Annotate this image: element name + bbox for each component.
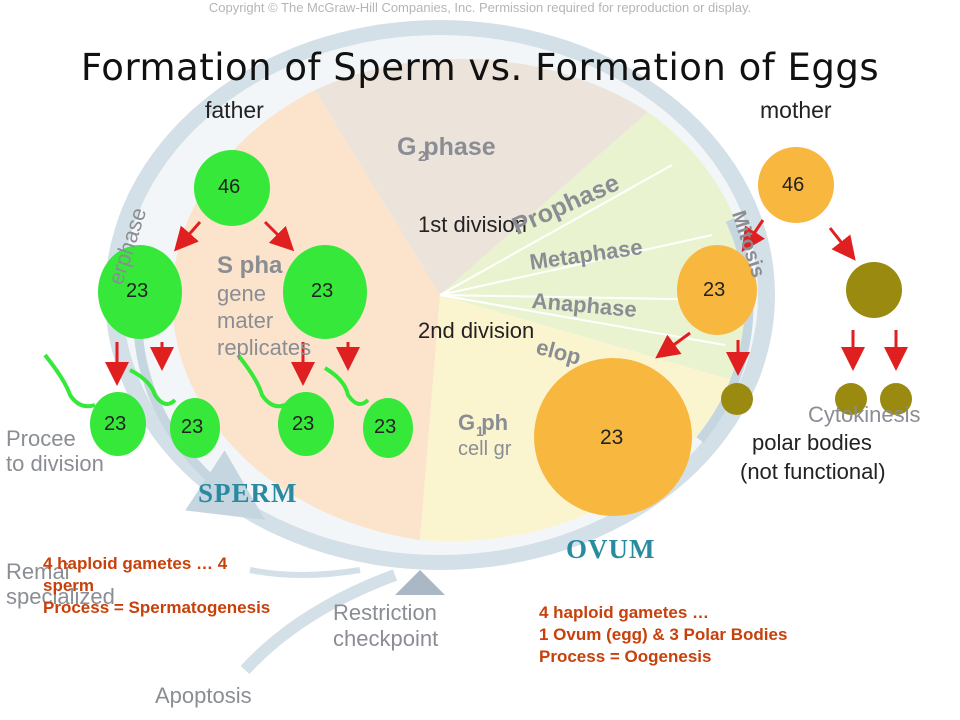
ovum-arrows xyxy=(655,330,908,376)
sperm-note-line-2: sperm xyxy=(43,576,95,595)
apoptosis-label: Apoptosis xyxy=(155,683,252,708)
sperm-cell-1 xyxy=(43,353,146,456)
s-phase-line-2: gene xyxy=(217,281,266,306)
restriction-line-2: checkpoint xyxy=(333,626,439,651)
g1-phase-label: G ph xyxy=(458,410,509,435)
sperm-cell-3 xyxy=(236,353,334,456)
father-parent-cell xyxy=(194,150,270,226)
mitosis-sector xyxy=(440,112,751,380)
sperm-cell-2 xyxy=(129,368,220,458)
ovum-note-line-2: 1 Ovum (egg) & 3 Polar Bodies xyxy=(539,625,788,644)
polar-bodies-line-2: (not functional) xyxy=(740,459,886,484)
arrow-father-right xyxy=(263,220,295,252)
sperm-cell-4 xyxy=(323,366,413,458)
father-daughter-number-2: 23 xyxy=(311,280,334,302)
copyright-notice: Copyright © The McGraw-Hill Companies, I… xyxy=(208,0,752,15)
g2-phase-label: G phase xyxy=(397,133,496,161)
g2-phase-subscript: 2 xyxy=(418,148,427,165)
s-phase-line-4: replicates xyxy=(217,335,312,360)
ovum-number: 23 xyxy=(600,426,624,449)
g1-phase-subscript: 1 xyxy=(476,423,484,439)
sperm-number-3: 23 xyxy=(292,413,315,435)
cycle-arrow-right xyxy=(696,218,754,443)
arrow-father-left xyxy=(174,221,202,252)
cytokinesis-label: Cytokinesis xyxy=(808,402,921,427)
s-phase-line-3: mater xyxy=(217,308,274,333)
mother-daughter-number: 23 xyxy=(703,279,726,301)
polar-body-3 xyxy=(880,383,912,415)
father-daughter-number-1: 23 xyxy=(126,280,149,302)
first-division-label: 1st division xyxy=(418,212,527,237)
proceed-line-1: Procee xyxy=(6,426,76,451)
g2-phase-sector xyxy=(315,58,648,296)
mother-parent-cell xyxy=(758,147,834,223)
father-label: father xyxy=(205,97,264,123)
arrow-mother-left xyxy=(741,219,765,252)
mother-parent-number: 46 xyxy=(782,174,805,196)
father-daughter-cell-1 xyxy=(98,245,182,339)
father-daughter-cell-2 xyxy=(283,245,367,339)
ovum-note-line-1: 4 haploid gametes … xyxy=(539,603,710,622)
sperm-number-4: 23 xyxy=(374,416,397,438)
restriction-line-1: Restriction xyxy=(333,600,437,625)
arrow-mother-right xyxy=(828,227,856,261)
sperm-note-line-3: Process = Spermatogenesis xyxy=(43,598,271,617)
father-parent-number: 46 xyxy=(218,176,241,198)
polar-body-2 xyxy=(835,383,867,415)
s-phase-line-1: S pha xyxy=(217,252,283,279)
mother-daughter-cell xyxy=(677,245,757,335)
remain-line-1: Remai xyxy=(6,559,70,584)
proceed-line-2: to division xyxy=(6,451,104,476)
sperm-number-2: 23 xyxy=(181,416,204,438)
second-division-label: 2nd division xyxy=(418,318,535,343)
mother-label: mother xyxy=(760,97,832,123)
polar-bodies-line-1: polar bodies xyxy=(752,430,872,455)
sperm-caption: SPERM xyxy=(198,478,298,508)
sperm-arrows xyxy=(105,342,360,386)
remain-line-2: specialized xyxy=(6,584,115,609)
remain-arrow xyxy=(249,567,361,578)
polar-body-1 xyxy=(721,383,753,415)
sperm-note: 4 haploid gametes … 4 sperm Process = Sp… xyxy=(43,553,270,619)
sperm-number-1: 23 xyxy=(104,413,127,435)
restriction-checkpoint-triangle xyxy=(395,570,445,595)
ovum-note: 4 haploid gametes … 1 Ovum (egg) & 3 Pol… xyxy=(539,602,787,668)
ovum-cell xyxy=(534,358,692,516)
ovum-caption: OVUM xyxy=(566,534,656,564)
first-polar-body xyxy=(846,262,902,318)
ovum-note-line-3: Process = Oogenesis xyxy=(539,647,712,666)
sperm-note-line-1: 4 haploid gametes … 4 xyxy=(43,554,228,573)
restriction-arrow xyxy=(240,569,398,675)
slide-title: Formation of Sperm vs. Formation of Eggs xyxy=(80,46,880,89)
g1-phase-line-2: cell gr xyxy=(458,438,512,460)
